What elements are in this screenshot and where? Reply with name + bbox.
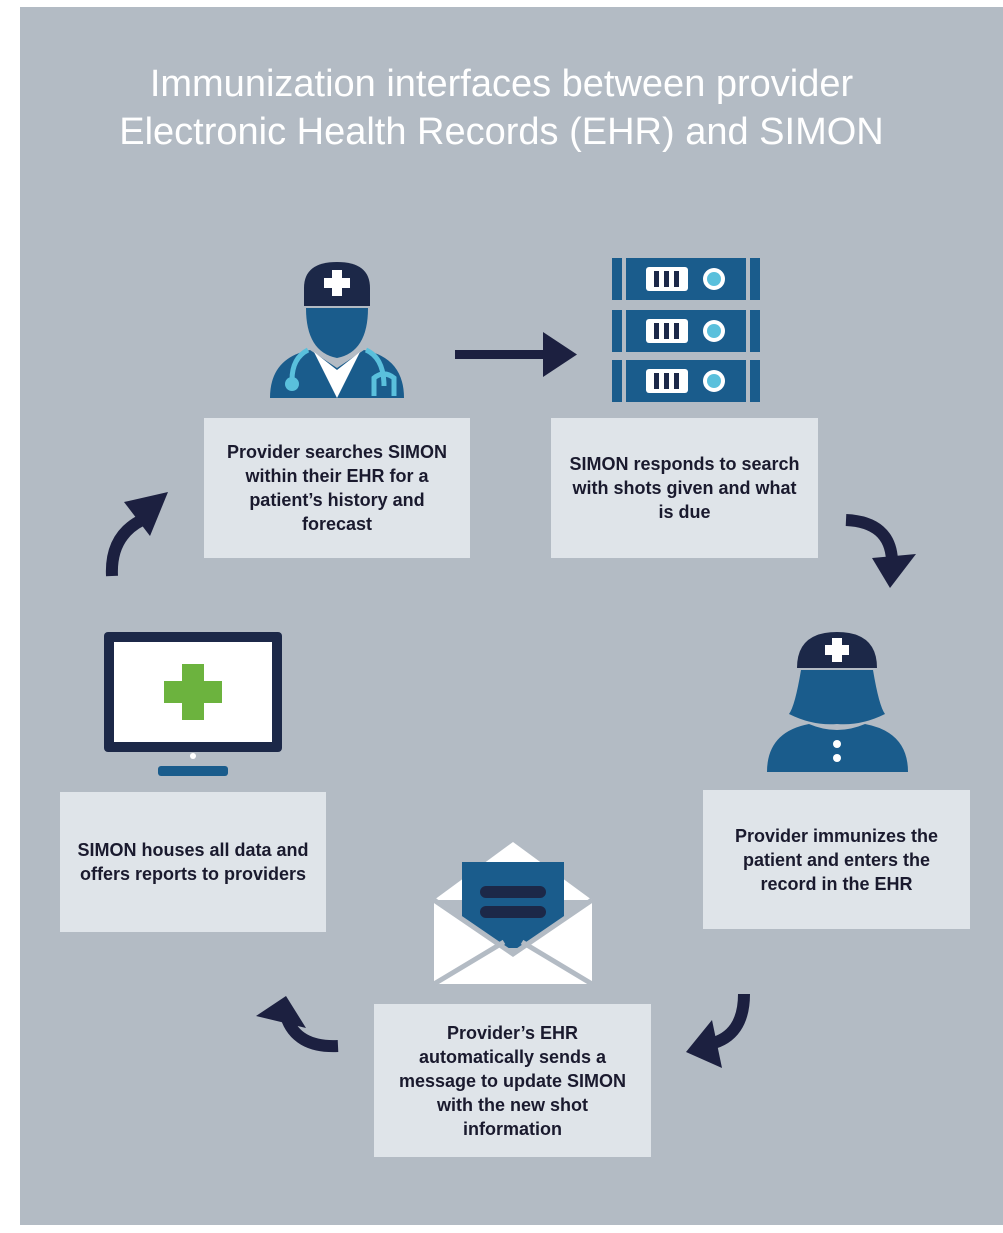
arrow-to-server <box>455 332 577 377</box>
step-box-provider-search: Provider searches SIMON within their EHR… <box>204 418 470 558</box>
arrow-to-provider-search <box>105 492 168 577</box>
step-box-simon-responds: SIMON responds to search with shots give… <box>551 418 818 558</box>
step-text-simon-houses: SIMON houses all data and offers reports… <box>77 840 309 884</box>
doctor-icon <box>270 262 404 398</box>
monitor-icon <box>104 632 282 776</box>
step-text-simon-responds: SIMON responds to search with shots give… <box>569 454 800 522</box>
step-box-ehr-sends: Provider’s EHR automatically sends a mes… <box>374 1004 651 1157</box>
server-icon <box>612 258 760 402</box>
step-text-ehr-sends: Provider’s EHR automatically sends a mes… <box>398 1022 627 1139</box>
step-box-simon-houses: SIMON houses all data and offers reports… <box>60 792 326 932</box>
title-line-1: Immunization interfaces between provider <box>149 63 854 105</box>
arrow-to-nurse <box>845 514 916 588</box>
arrow-to-simon-houses <box>256 996 339 1053</box>
step-text-provider-immunizes: Provider immunizes the patient and enter… <box>734 825 939 894</box>
step-box-provider-immunizes: Provider immunizes the patient and enter… <box>703 790 970 929</box>
nurse-icon <box>767 632 908 772</box>
page-title: Immunization interfaces between provider… <box>0 60 1003 156</box>
envelope-icon <box>432 842 594 987</box>
step-text-provider-search: Provider searches SIMON within their EHR… <box>226 442 448 534</box>
title-line-2: Electronic Health Records (EHR) and SIMO… <box>119 111 884 153</box>
arrow-to-ehr-message <box>686 993 750 1068</box>
